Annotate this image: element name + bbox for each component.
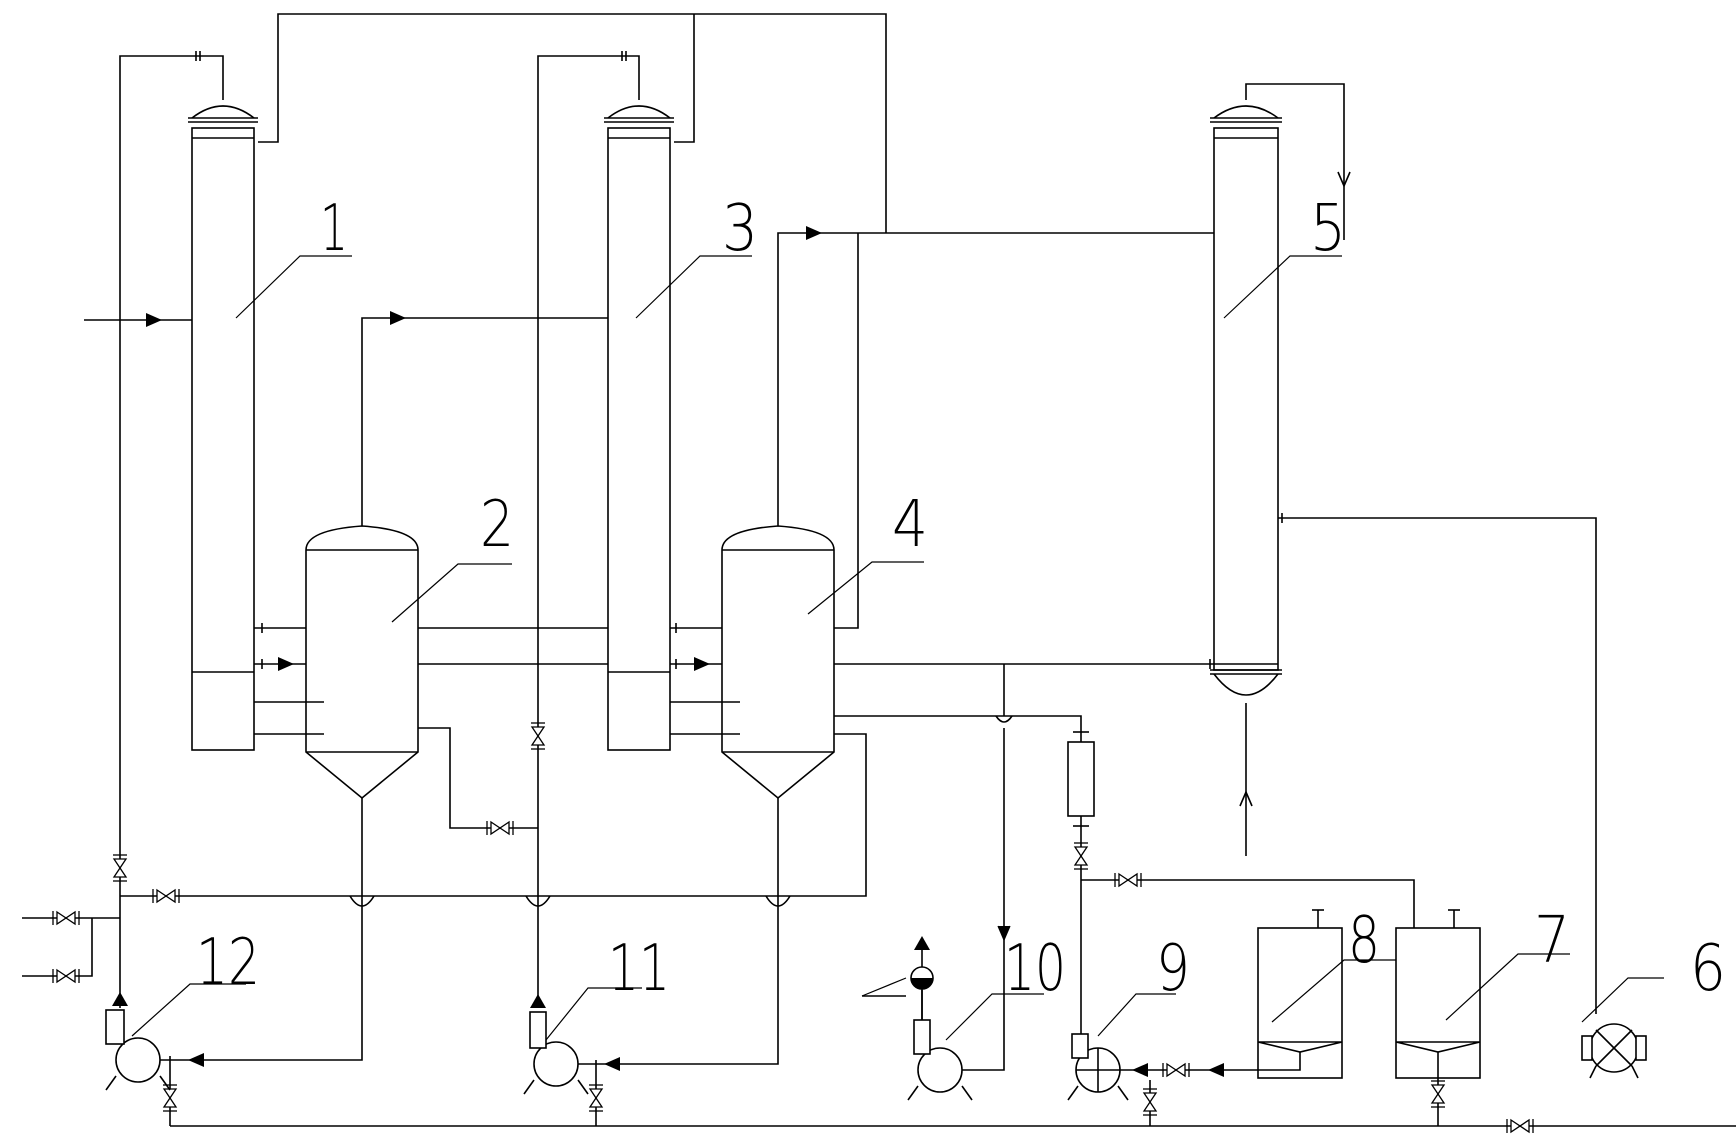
label-5: 5 (1310, 192, 1346, 266)
separator-4 (721, 525, 835, 808)
label-7: 7 (1534, 904, 1570, 978)
pump-12 (105, 992, 178, 1091)
equipment-labels: 1 2 3 4 5 6 7 8 9 10 11 12 (196, 192, 1726, 1006)
pump-9 (1067, 1033, 1129, 1101)
filter (1067, 726, 1095, 832)
label-10: 10 (1004, 932, 1066, 1006)
leader-lines (131, 255, 1664, 1041)
label-2: 2 (480, 488, 514, 562)
label-11: 11 (608, 932, 670, 1006)
label-4: 4 (892, 488, 928, 562)
column-1 (188, 88, 258, 751)
pump-6 (1581, 1023, 1647, 1079)
label-1: 1 (320, 192, 348, 266)
separator-2 (305, 525, 419, 808)
tank-8 (1257, 909, 1343, 1079)
label-8: 8 (1348, 904, 1380, 978)
label-9: 9 (1156, 932, 1190, 1006)
label-6: 6 (1690, 932, 1726, 1006)
piping (22, 13, 1736, 1127)
column-3 (604, 88, 674, 751)
label-12: 12 (196, 926, 260, 1000)
pump-10 (907, 936, 973, 1101)
pump-11 (523, 994, 596, 1095)
column-5 (1210, 88, 1282, 722)
label-3: 3 (722, 192, 758, 266)
